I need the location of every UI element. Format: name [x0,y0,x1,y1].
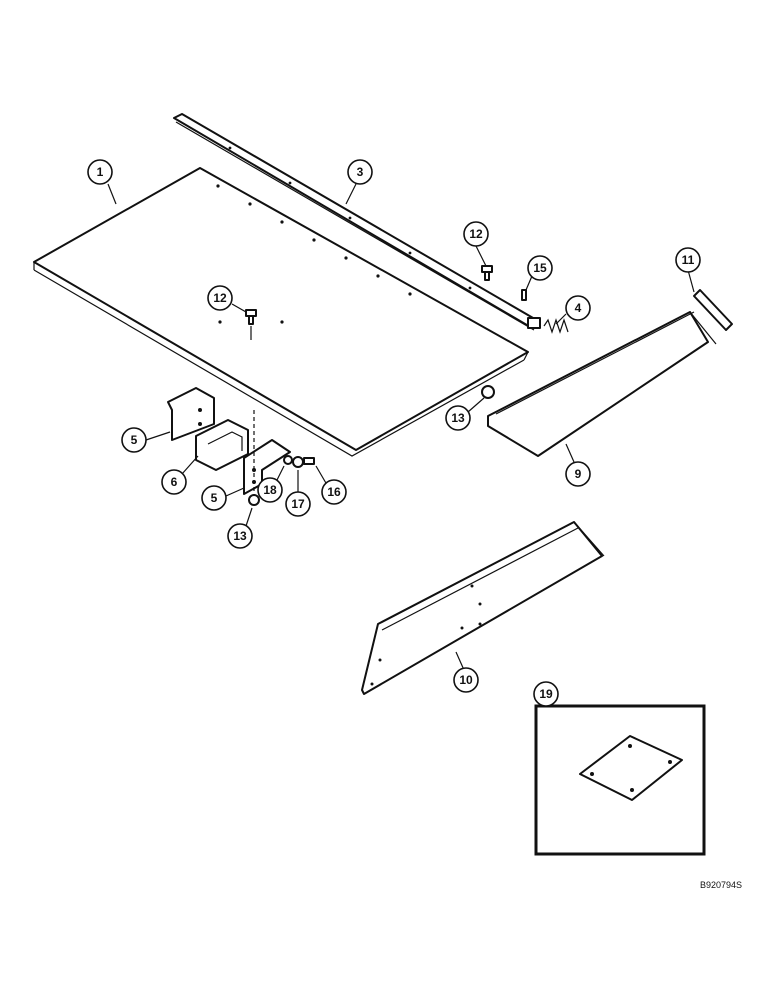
trough-part-10 [361,521,605,695]
callout-19: 19 [533,681,559,707]
callout-12-upper: 12 [463,221,489,247]
callout-17: 17 [285,491,311,517]
pin-part-15 [521,289,527,301]
inset-box-part-19 [534,704,706,856]
bolt-part-12 [245,265,493,340]
callout-5-lower-label: 5 [211,491,218,505]
callout-3: 3 [347,159,373,185]
fastener-group [248,455,315,506]
callout-11-label: 11 [682,253,695,267]
bracket-part-5a [167,387,215,441]
callout-3-label: 3 [357,165,364,179]
callout-15-label: 15 [533,261,547,275]
callout-15: 15 [527,255,553,281]
callout-12-upper-label: 12 [469,227,483,241]
callout-11: 11 [675,247,701,273]
callout-5-upper-label: 5 [131,433,138,447]
trough-part-9 [487,311,717,457]
callout-9: 9 [565,461,591,487]
spring-part-4 [543,318,569,334]
callout-13-upper-label: 13 [451,411,465,425]
callout-1-label: 1 [97,165,104,179]
callout-9-label: 9 [575,467,582,481]
callout-13-upper: 13 [445,405,471,431]
reference-code: B920794S [700,880,742,890]
rod-part-3 [173,113,541,331]
callout-10-label: 10 [459,673,473,687]
callout-19-label: 19 [539,687,553,701]
plate-part-11 [693,289,733,331]
callout-16-label: 16 [327,485,341,499]
callout-16: 16 [321,479,347,505]
callout-13-lower-label: 13 [233,529,247,543]
callout-10: 10 [453,667,479,693]
callout-18: 18 [257,477,283,503]
callout-17-label: 17 [291,497,305,511]
bracket-part-6 [195,419,249,471]
callout-5-lower: 5 [201,485,227,511]
callout-5-upper: 5 [121,427,147,453]
callout-4-label: 4 [575,301,582,315]
callout-13-lower: 13 [227,523,253,549]
callout-18-label: 18 [263,483,277,497]
panel-part-1 [33,167,529,457]
callout-1: 1 [87,159,113,185]
nut-part-13a [481,385,495,399]
callout-4: 4 [565,295,591,321]
callout-6-label: 6 [171,475,178,489]
callout-6: 6 [161,469,187,495]
callout-12-lower-label: 12 [213,291,227,305]
callout-12-lower: 12 [207,285,233,311]
